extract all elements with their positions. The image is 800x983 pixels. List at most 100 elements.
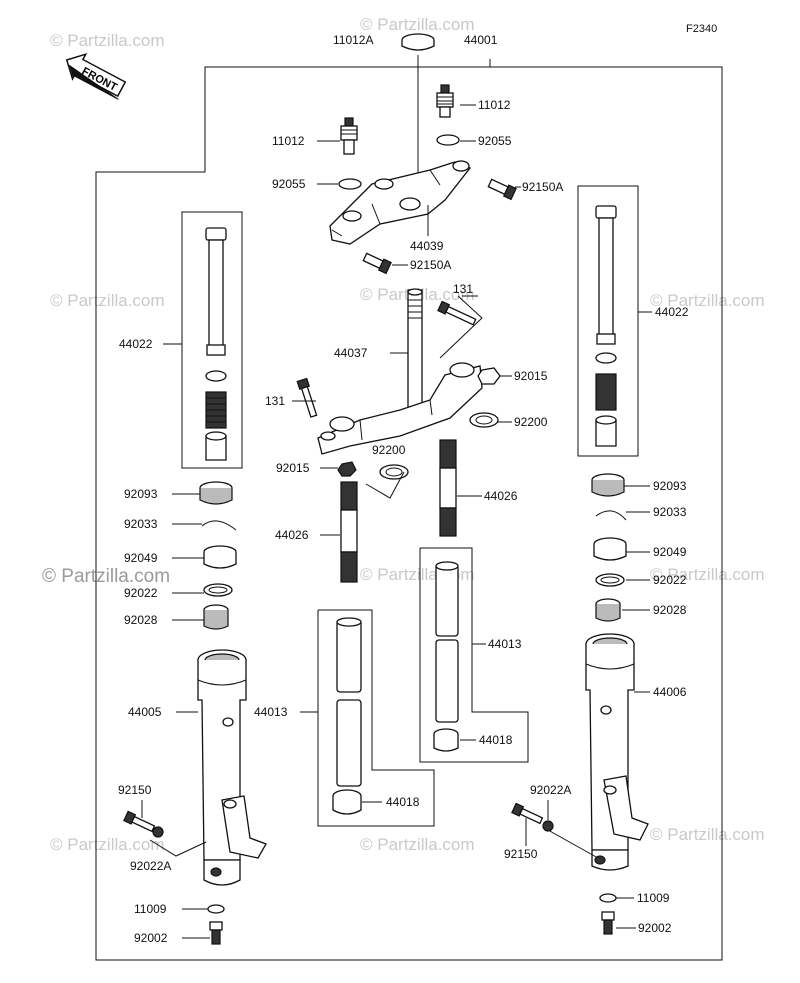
label-44037: 44037	[334, 346, 368, 360]
damper-rod-44022-right	[595, 205, 617, 447]
label-11012a: 11012A	[333, 33, 373, 47]
label-92093-left: 92093	[124, 487, 158, 501]
label-92015-right: 92015	[514, 369, 548, 383]
label-92022a-left: 92022A	[130, 859, 171, 873]
label-44013-right: 44013	[488, 637, 522, 651]
oil-seal-92049-right	[593, 537, 627, 561]
watermark: © Partzilla.com	[650, 291, 765, 310]
bolt-92150-right	[511, 802, 544, 825]
washer-92022-right	[595, 573, 625, 587]
label-131-top: 131	[453, 282, 473, 296]
figure-ref-code: F2340	[686, 23, 717, 35]
outer-tube-44006	[585, 633, 649, 871]
lower-bracket-44037	[317, 362, 483, 455]
washer-92022a-left	[152, 826, 164, 838]
label-92033-right: 92033	[653, 505, 687, 519]
watermark: © Partzilla.com	[360, 15, 475, 34]
label-131-left: 131	[265, 394, 285, 408]
assembly-frame-44001	[95, 59, 723, 961]
label-44013-left: 44013	[254, 705, 288, 719]
label-44039: 44039	[410, 239, 444, 253]
bushing-44018-left	[332, 789, 362, 815]
watermark: © Partzilla.com	[650, 825, 765, 844]
label-92028-left: 92028	[124, 613, 158, 627]
outer-tube-44005	[197, 649, 267, 886]
watermark-prominent: © Partzilla.com	[42, 566, 170, 587]
watermark: © Partzilla.com	[50, 835, 165, 854]
group-box-44022-right	[577, 185, 639, 457]
label-92150-left: 92150	[118, 783, 152, 797]
bolt-131-left	[296, 377, 318, 418]
label-11012-right: 11012	[478, 98, 511, 112]
air-valve-11012-right	[436, 84, 454, 118]
label-44005: 44005	[128, 705, 162, 719]
label-92022-right: 92022	[653, 573, 687, 587]
bolt-131-top	[437, 300, 477, 326]
spring-44026-right	[439, 439, 457, 537]
label-11009-right: 11009	[637, 891, 670, 905]
label-92055-right: 92055	[478, 134, 512, 148]
cap-11012a	[401, 33, 435, 51]
label-92015-left: 92015	[276, 461, 310, 475]
label-44026-right: 44026	[484, 489, 518, 503]
watermark: © Partzilla.com	[50, 31, 165, 50]
bushing-92028-right	[595, 598, 621, 622]
label-11009-left: 11009	[134, 902, 167, 916]
label-92028-right: 92028	[653, 603, 687, 617]
inner-tube-44013-left	[336, 617, 362, 787]
watermark: © Partzilla.com	[50, 291, 165, 310]
steering-stem-44037	[407, 288, 423, 421]
label-44001: 44001	[464, 33, 498, 47]
bolt-92002-left	[209, 921, 223, 945]
front-arrow-icon: FRONT	[65, 52, 127, 100]
inner-tube-44013-right	[435, 561, 459, 723]
label-92002-left: 92002	[134, 931, 168, 945]
damper-rod-44022-left	[205, 227, 227, 461]
gasket-11009-left	[207, 904, 225, 914]
group-box-44013-right	[419, 547, 529, 763]
label-11012-left: 11012	[272, 134, 305, 148]
bushing-92028-left	[203, 604, 229, 630]
label-92150a-upper: 92150A	[522, 180, 563, 194]
label-92049-right: 92049	[653, 545, 687, 559]
spring-44026-left	[340, 481, 358, 583]
label-44026-left: 44026	[275, 528, 309, 542]
clip-92033-right	[595, 510, 627, 521]
bolt-92002-right	[601, 911, 615, 935]
oil-seal-92049-left	[203, 545, 237, 569]
label-44018-left: 44018	[386, 795, 420, 809]
label-92150a-lower: 92150A	[410, 258, 451, 272]
label-92055-left: 92055	[272, 177, 306, 191]
label-92033-left: 92033	[124, 517, 158, 531]
label-44022-left: 44022	[119, 337, 153, 351]
label-44022-right: 44022	[655, 305, 689, 319]
group-box-44013-left	[317, 609, 435, 827]
dust-seal-92093-left	[199, 481, 233, 505]
o-ring-92055-right	[436, 134, 460, 146]
clip-92033-left	[201, 520, 237, 531]
label-92022-left: 92022	[124, 586, 158, 600]
washer-92022-left	[203, 583, 233, 597]
label-92150-right: 92150	[504, 847, 538, 861]
nut-92015-right	[477, 367, 501, 385]
label-92200-left: 92200	[372, 443, 406, 457]
o-ring-92055-left	[338, 178, 362, 190]
washer-92022a-right	[542, 820, 554, 832]
bushing-44018-right	[433, 728, 459, 752]
label-92200-right: 92200	[514, 415, 548, 429]
label-44006: 44006	[653, 685, 687, 699]
washer-92200-left	[379, 464, 409, 480]
washer-92200-right	[469, 412, 499, 428]
bolt-92150a-lower	[362, 252, 392, 275]
watermark: © Partzilla.com	[360, 835, 475, 854]
label-92093-right: 92093	[653, 479, 687, 493]
label-92022a-right: 92022A	[530, 783, 571, 797]
nut-92015-left	[337, 461, 357, 477]
bolt-92150a-upper	[487, 178, 517, 201]
gasket-11009-right	[599, 893, 617, 903]
air-valve-11012-left	[340, 117, 358, 155]
watermark: © Partzilla.com	[650, 565, 765, 584]
label-92049-left: 92049	[124, 551, 158, 565]
dust-seal-92093-right	[591, 473, 625, 497]
